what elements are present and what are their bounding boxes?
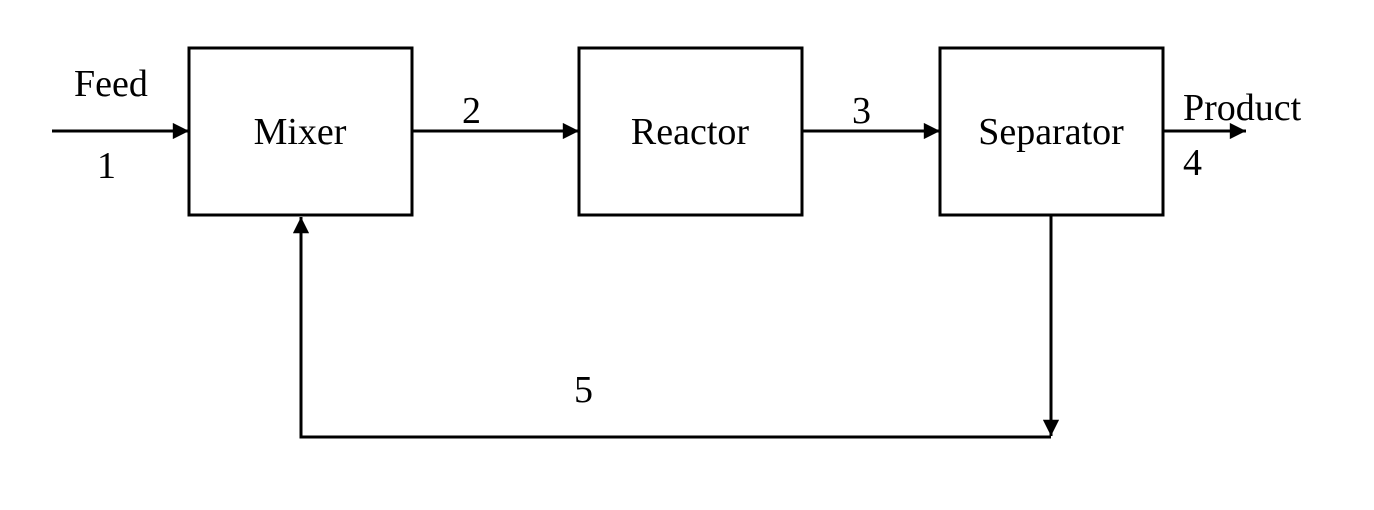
stream-4-number: 4 [1183,142,1202,184]
stream-3-number: 3 [852,90,871,132]
stream-2-number: 2 [462,90,481,132]
reactor-box [577,46,804,217]
mixer-label: Mixer [254,111,347,153]
mixer-box [187,46,414,217]
stream-1-number: 1 [97,145,116,187]
separator-box [938,46,1165,217]
stream-5-recycle-return-arrow [292,217,1051,439]
separator-label: Separator [978,111,1124,153]
feed-label: Feed [74,63,148,105]
reactor-label: Reactor [631,111,750,153]
product-label: Product [1183,87,1302,129]
stream-5-number: 5 [574,369,593,411]
